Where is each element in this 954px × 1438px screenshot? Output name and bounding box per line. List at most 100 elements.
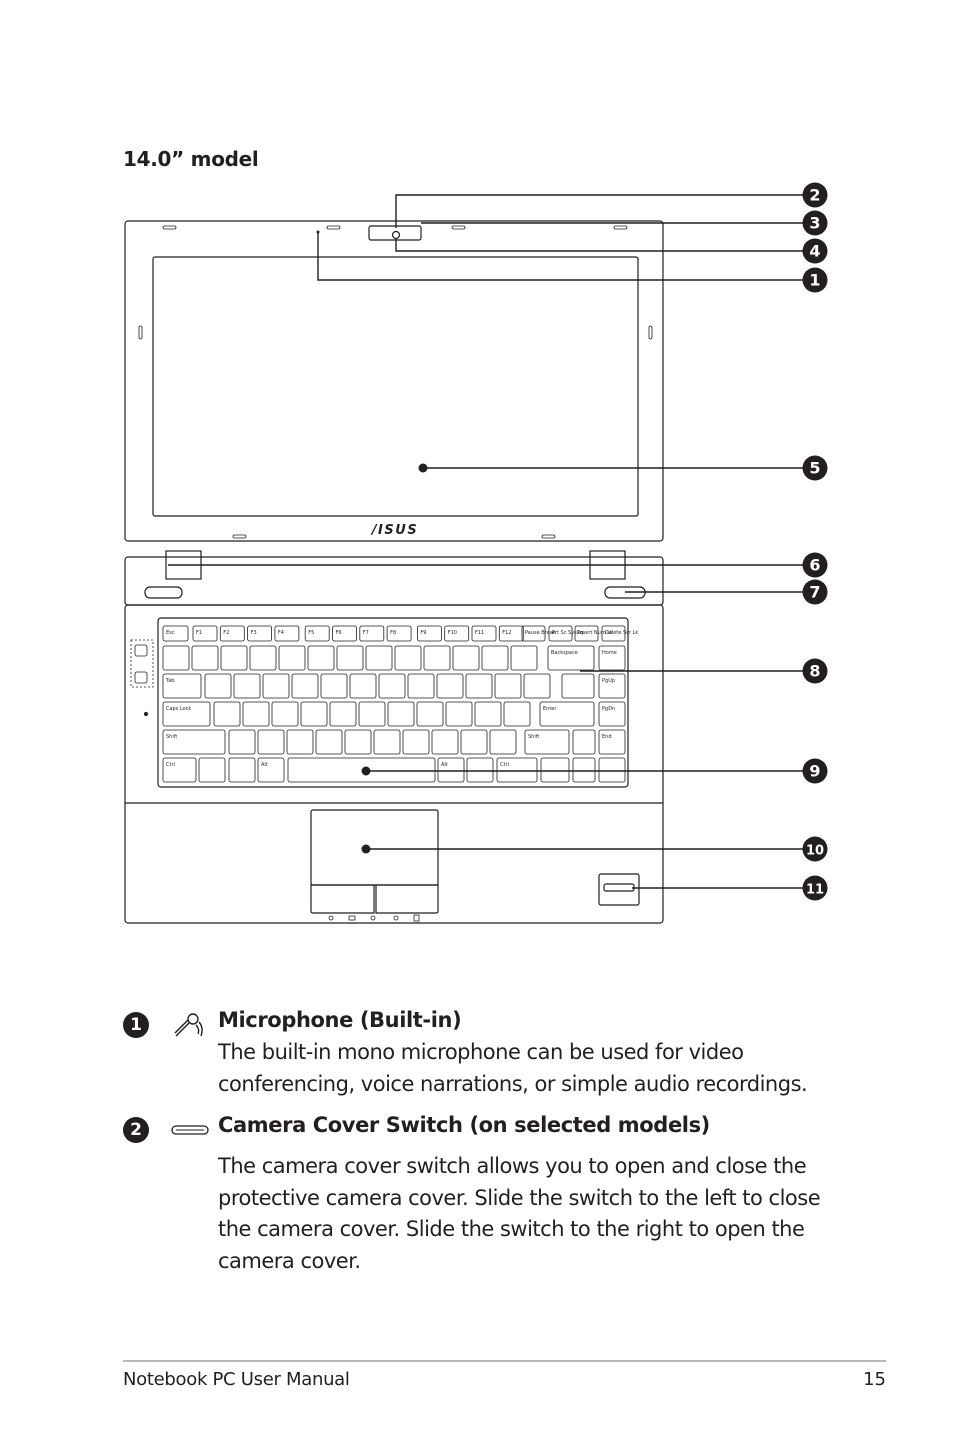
callout-5: 5 <box>802 455 828 481</box>
camera-module <box>368 225 422 241</box>
key-a-0 <box>213 701 241 727</box>
callout-10: 10 <box>802 836 828 862</box>
entry-title: Microphone (Built-in) <box>218 1008 462 1032</box>
key-num-0 <box>162 645 190 671</box>
key-home <box>598 645 626 671</box>
key-label-lshift: Shift <box>166 734 177 740</box>
key-capslock <box>162 701 211 727</box>
key-up <box>572 729 596 755</box>
hinge-area <box>124 556 664 606</box>
entry-title: Camera Cover Switch (on selected models) <box>218 1113 710 1137</box>
key-q-5 <box>349 673 377 699</box>
key-ralt <box>437 757 465 783</box>
svg-text:11: 11 <box>806 883 824 898</box>
callout-11: 11 <box>802 875 828 901</box>
key-a-1 <box>242 701 270 727</box>
svg-text:6: 6 <box>809 556 820 575</box>
key-label-enter: Enter <box>543 706 557 712</box>
key-z-2 <box>286 729 314 755</box>
callout-4: 4 <box>802 238 828 264</box>
key-lalt <box>257 757 285 783</box>
key-label-backspace: Backspace <box>551 650 578 656</box>
key-label-pause: Pause Break <box>525 630 556 636</box>
key-num-3 <box>249 645 277 671</box>
key-label-f5: F5 <box>308 630 314 636</box>
svg-text:3: 3 <box>809 214 820 233</box>
footer-rule <box>123 1360 886 1362</box>
callout-2: 2 <box>802 182 828 208</box>
laptop-lid <box>124 220 664 542</box>
key-esc <box>162 625 189 642</box>
key-label-pgup: PgUp <box>602 678 615 684</box>
key-label-tab: Tab <box>165 678 174 684</box>
key-a-2 <box>271 701 299 727</box>
key-num-11 <box>481 645 509 671</box>
microphone-icon <box>174 1013 203 1037</box>
key-q-6 <box>378 673 406 699</box>
key-f5 <box>304 625 330 642</box>
key-q-8 <box>436 673 464 699</box>
key-num-7 <box>365 645 393 671</box>
key-rctrl <box>496 757 538 783</box>
callout-1: 1 <box>802 267 828 293</box>
key-a-6 <box>387 701 415 727</box>
key-num-2 <box>220 645 248 671</box>
key-label-capslock: Caps Lock <box>166 706 191 712</box>
key-z-8 <box>460 729 488 755</box>
key-lctrl <box>162 757 197 783</box>
entry-number: 1 <box>123 1012 149 1038</box>
key-pgdn <box>598 701 626 727</box>
key-z-7 <box>431 729 459 755</box>
key-q-10 <box>494 673 522 699</box>
key-z-3 <box>315 729 343 755</box>
callout-8: 8 <box>802 658 828 684</box>
key-pgup <box>598 673 626 699</box>
key-down <box>572 757 596 783</box>
key-f11 <box>471 625 497 642</box>
key-q-4 <box>320 673 348 699</box>
key-label-prtsc: Prt Sc SysRq <box>552 630 583 636</box>
touchpad <box>310 809 439 886</box>
key-prtsc <box>548 625 573 642</box>
key-num-4 <box>278 645 306 671</box>
key-f3 <box>247 625 273 642</box>
key-label-pgdn: PgDn <box>602 706 615 712</box>
key-menu <box>466 757 494 783</box>
key-label-f6: F6 <box>336 630 342 636</box>
key-label-rctrl: Ctrl <box>500 762 509 768</box>
key-q-0 <box>204 673 232 699</box>
key-win <box>228 757 256 783</box>
key-f1 <box>192 625 218 642</box>
key-f4 <box>274 625 300 642</box>
key-f12 <box>498 625 524 642</box>
key-label-f3: F3 <box>251 630 257 636</box>
display-screen <box>152 256 639 517</box>
key-q-9 <box>465 673 493 699</box>
keyboard <box>157 617 629 788</box>
callout-6: 6 <box>802 552 828 578</box>
key-label-f11: F11 <box>475 630 484 636</box>
key-z-9 <box>489 729 517 755</box>
key-label-ralt: Alt <box>441 762 448 768</box>
key-backslash <box>561 673 595 699</box>
entry-body: The camera cover switch allows you to op… <box>218 1154 821 1273</box>
key-label-lctrl: Ctrl <box>166 762 175 768</box>
key-label-f4: F4 <box>278 630 284 636</box>
callout-7: 7 <box>802 579 828 605</box>
entry-number: 2 <box>123 1117 149 1143</box>
key-z-4 <box>344 729 372 755</box>
key-label-rshift: Shift <box>528 734 539 740</box>
key-label-f9: F9 <box>420 630 426 636</box>
page-number: 15 <box>863 1369 886 1390</box>
key-a-10 <box>503 701 531 727</box>
instant-key <box>144 586 183 599</box>
key-f2 <box>219 625 245 642</box>
key-a-3 <box>300 701 328 727</box>
laptop-base <box>124 604 664 924</box>
key-z-5 <box>373 729 401 755</box>
callout-3: 3 <box>802 210 828 236</box>
key-label-f1: F1 <box>196 630 202 636</box>
key-f8 <box>386 625 412 642</box>
key-rshift <box>524 729 570 755</box>
key-enter <box>539 701 595 727</box>
